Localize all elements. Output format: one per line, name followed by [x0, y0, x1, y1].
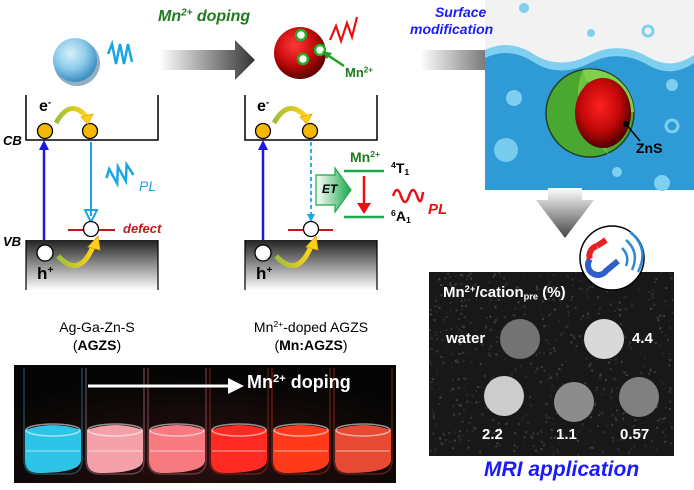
mn-agzs-nanoparticle: [274, 16, 359, 79]
agzs-nanoparticle: [53, 38, 134, 86]
zns-shell-label: ZnS: [636, 140, 663, 156]
mn-doping-label: Mn2+ doping: [158, 7, 251, 25]
vial-5: [271, 368, 331, 475]
mri-phantom-3: [484, 376, 524, 416]
level-4t1-label: 4T1: [391, 160, 410, 178]
electron-label-middle: e-: [257, 97, 270, 115]
mn-level-label: Mn2+: [350, 149, 381, 165]
mn-agzs-caption-line2: (Mn:AGZS): [274, 337, 348, 353]
energy-transfer-arrow-icon: [315, 166, 352, 214]
mn-agzs-caption: Mn2+-doped AGZS (Mn:AGZS): [236, 318, 386, 354]
mn-pointer-label: Mn2+: [345, 65, 373, 80]
mri-application-label: MRI application: [484, 458, 640, 481]
mri-title: Mn2+/cationpre (%): [443, 283, 566, 302]
mri-label-4-4: 4.4: [632, 330, 653, 347]
agzs-caption: Ag-Ga-Zn-S (AGZS): [32, 318, 162, 354]
mri-phantom-4: [554, 382, 594, 422]
vial-3: [147, 368, 207, 475]
vb-label: VB: [3, 234, 22, 249]
agzs-caption-line1: Ag-Ga-Zn-S: [59, 319, 135, 335]
photo-doping-label: Mn2+ doping: [247, 372, 351, 392]
electron-label-left: e-: [39, 97, 52, 115]
cb-label: CB: [3, 133, 22, 148]
down-arrow-icon: [536, 188, 594, 238]
pl-label-left: PL: [139, 178, 157, 194]
surface-label-line1: Surface: [434, 4, 487, 20]
vial-6: [333, 368, 393, 475]
level-6a1-label: 6A1: [391, 208, 411, 226]
agzs-caption-line2: (AGZS): [72, 337, 122, 353]
hole-label-left: h+: [37, 264, 54, 283]
mri-phantom-5: [619, 377, 659, 417]
hole-label-middle: h+: [256, 264, 273, 283]
red-emission-wave-icon: [328, 16, 359, 45]
et-label: ET: [322, 182, 338, 196]
defect-label: defect: [123, 221, 162, 236]
mri-phantom-2: [584, 319, 624, 359]
mri-label-1-1: 1.1: [556, 426, 577, 443]
mri-phantom-1: [500, 319, 540, 359]
mri-label-water: water: [446, 330, 486, 347]
pl-label-middle: PL: [428, 201, 448, 218]
cyan-emission-wave-icon: [106, 39, 134, 65]
aqueous-dispersion: [485, 0, 694, 191]
vial-1: [23, 368, 83, 475]
surface-label-line2: modification: [410, 21, 494, 37]
doping-arrow-icon: [160, 40, 255, 80]
surface-modification-label: Surface modification: [410, 4, 493, 38]
agzs-band-diagram: [25, 95, 159, 290]
mri-label-0-57: 0.57: [620, 426, 650, 443]
mn-agzs-band-diagram: [244, 95, 425, 290]
mri-label-2-2: 2.2: [482, 426, 503, 443]
vial-photo: [14, 365, 396, 483]
mri-panel: [429, 225, 674, 456]
mn-agzs-caption-line1: Mn2+-doped AGZS: [253, 319, 369, 335]
vial-4: [209, 368, 269, 475]
vial-2: [85, 368, 145, 475]
